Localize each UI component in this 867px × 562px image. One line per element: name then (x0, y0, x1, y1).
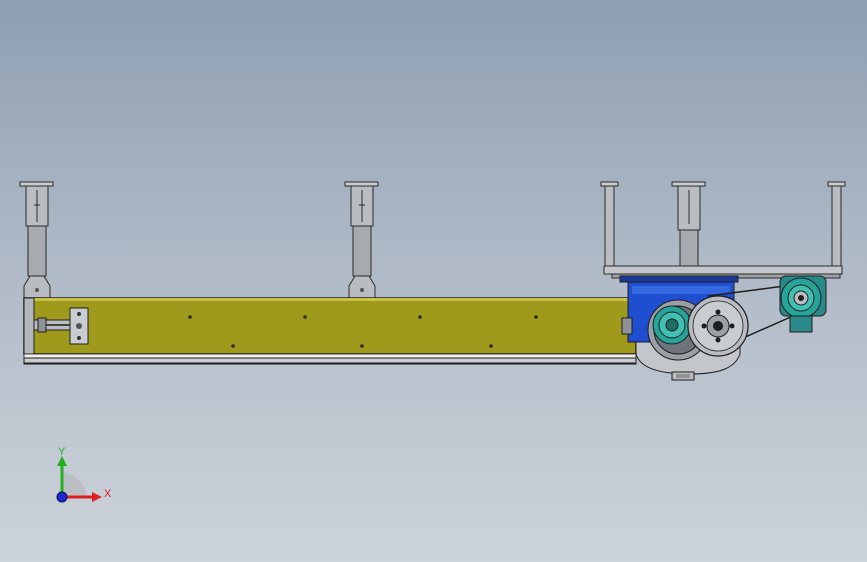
coordinate-triad: Y X (56, 446, 112, 503)
tail-tensioner (33, 307, 89, 345)
support-leg-left (19, 181, 54, 299)
large-pulley (687, 295, 749, 357)
y-axis-label: Y (58, 446, 66, 458)
gear-reducer (779, 275, 827, 333)
drive-support-frame (600, 181, 846, 279)
support-leg-middle (344, 181, 379, 299)
motor-pulley (652, 305, 692, 345)
x-axis-label: X (104, 488, 112, 500)
conveyor-frame (23, 297, 637, 365)
